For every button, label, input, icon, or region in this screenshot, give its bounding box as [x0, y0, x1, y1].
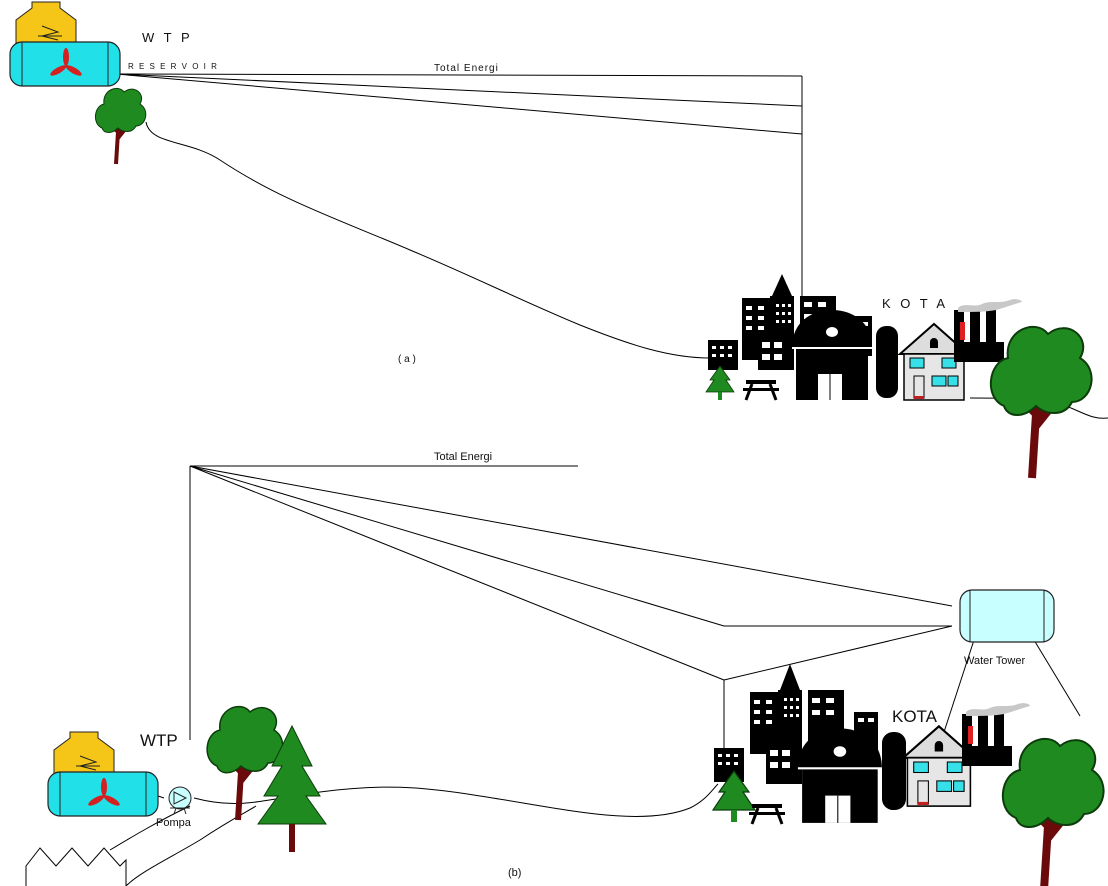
- diagram-a: W T P R E S E R V O I R Total Energi: [9, 1, 1108, 478]
- diagram-b: Water Tower Total Energi WTP Pompa: [25, 451, 1104, 886]
- caption-a: ( a ): [398, 354, 416, 365]
- wtp-label-b: WTP: [140, 731, 178, 750]
- energy-label-b: Total Energi: [434, 451, 492, 463]
- tree-a-left: [93, 86, 148, 166]
- city-a: [705, 274, 1092, 478]
- city-label-b: KOTA: [892, 707, 938, 726]
- pump-label: Pompa: [156, 817, 192, 829]
- energy-label-a: Total Energi: [434, 63, 499, 74]
- wtp-label-a: W T P: [142, 30, 193, 45]
- city-label-a: K O T A: [882, 296, 948, 311]
- energy-lines-b: [58, 465, 1081, 886]
- wtp-a: [9, 1, 121, 87]
- city-b: [712, 664, 1104, 886]
- pump: [168, 786, 192, 815]
- reservoir-label: R E S E R V O I R: [128, 62, 218, 71]
- water-tower: [959, 589, 1055, 643]
- source-zigzag: [25, 847, 127, 886]
- caption-b: (b): [508, 867, 521, 879]
- water-tower-label: Water Tower: [964, 655, 1025, 667]
